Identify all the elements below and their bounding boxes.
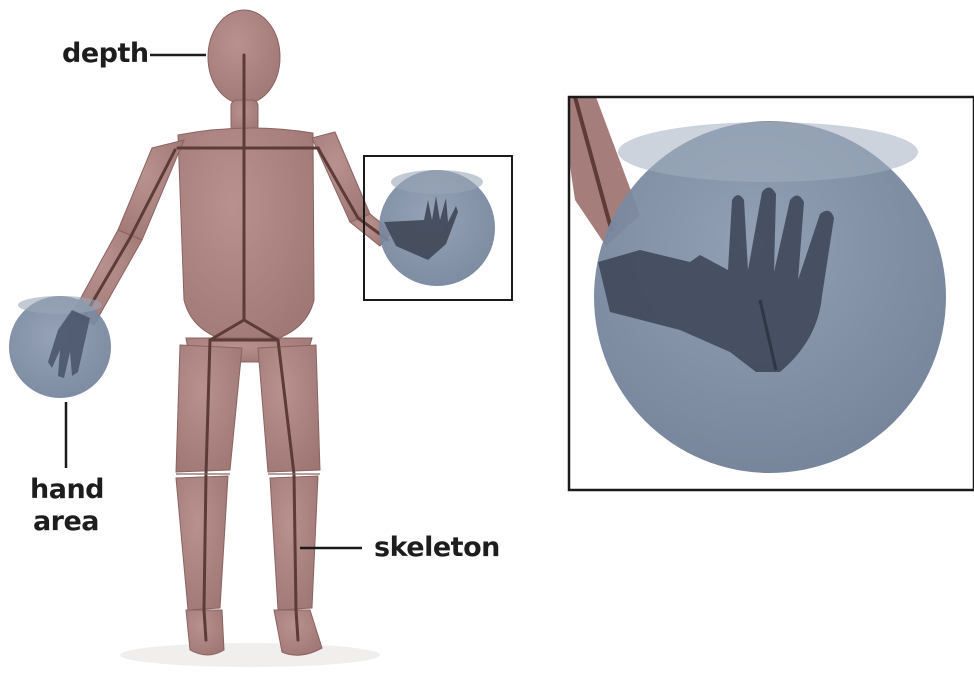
thigh-right — [258, 345, 320, 472]
torso — [178, 128, 314, 345]
label-skeleton: skeleton — [374, 532, 500, 564]
zoomed-inset — [560, 97, 974, 490]
label-depth: depth — [62, 38, 149, 70]
label-hand-area: hand area — [30, 474, 102, 538]
label-hand-line1: hand — [30, 474, 102, 506]
hand-area-sphere-right — [379, 170, 495, 286]
human-figure — [72, 10, 392, 655]
ground-shadow — [120, 643, 380, 667]
hand-area-sphere-left — [9, 296, 111, 398]
shin-left — [176, 476, 228, 610]
label-hand-line2: area — [30, 506, 102, 538]
upper-arm-right — [312, 132, 370, 222]
